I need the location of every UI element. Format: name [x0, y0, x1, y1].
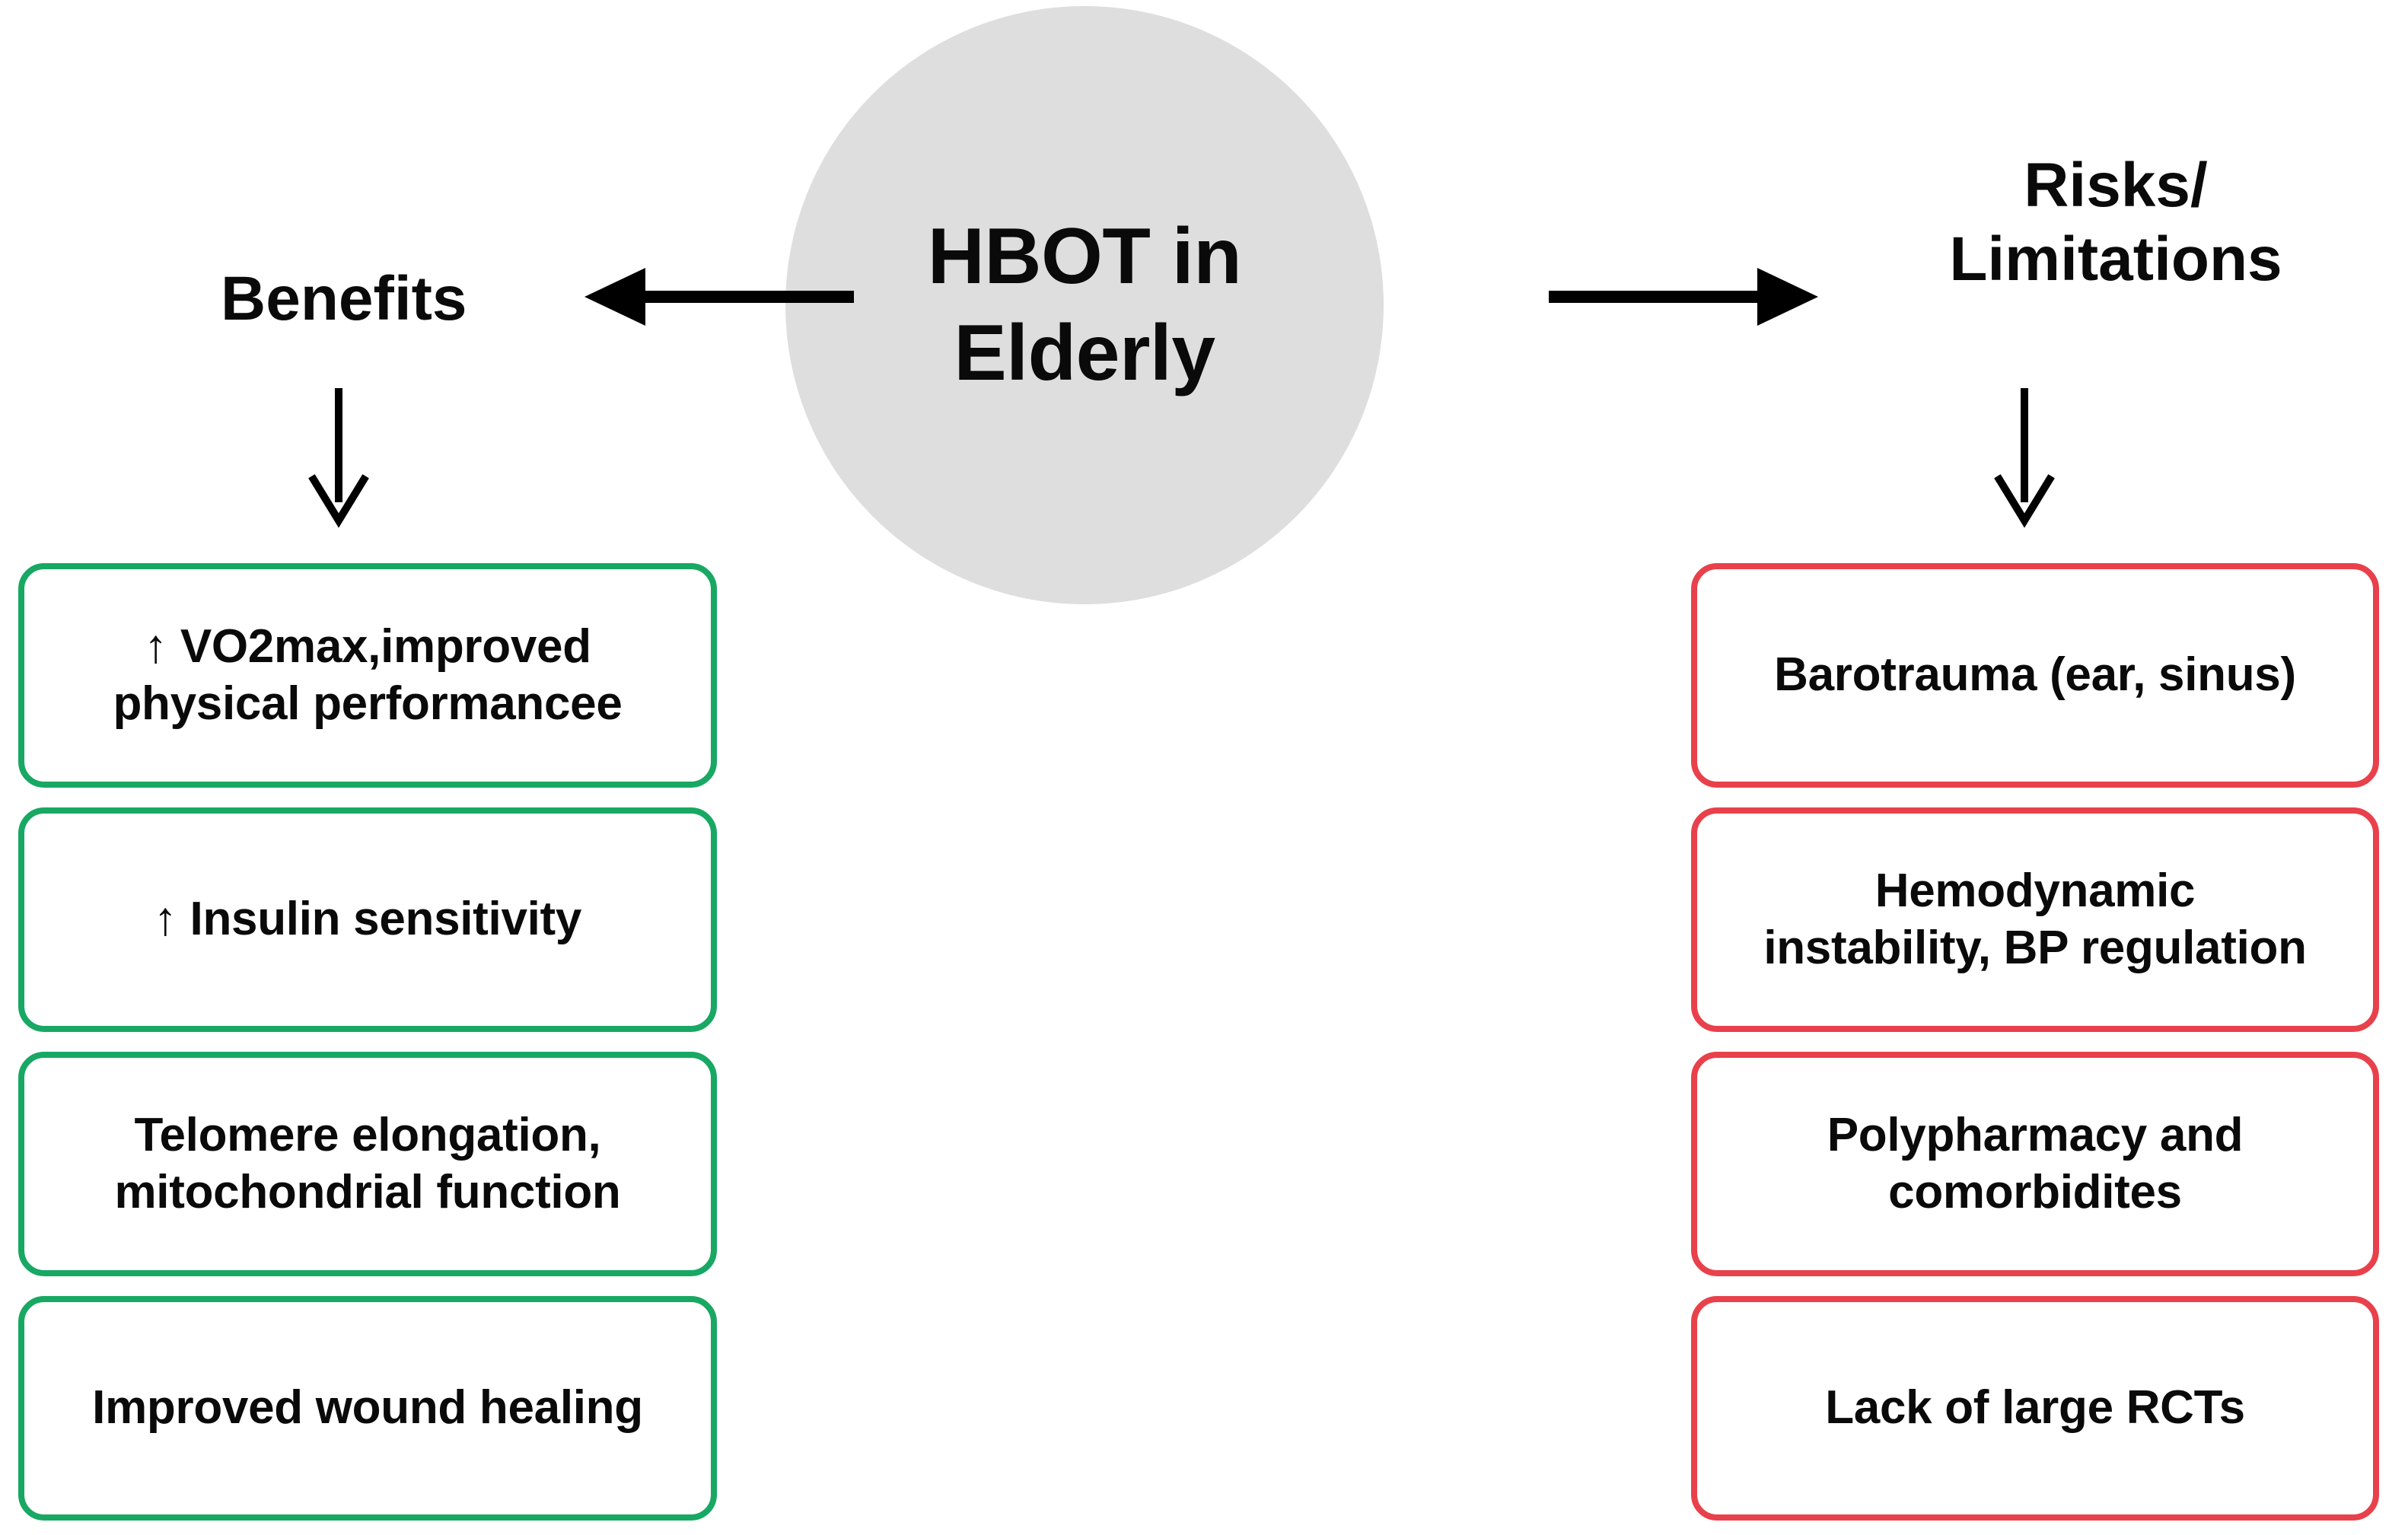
- arrow-left-icon: [584, 268, 854, 326]
- arrow-down-icon-risks: [1994, 388, 2055, 528]
- risk-card[interactable]: Hemodynamic instability, BP regulation: [1691, 807, 2379, 1032]
- benefit-card[interactable]: Telomere elongation, mitochondrial funct…: [18, 1052, 717, 1276]
- risk-card-label: Barotrauma (ear, sinus): [1774, 648, 2296, 702]
- benefit-card[interactable]: ↑ Insulin sensitivity: [18, 807, 717, 1032]
- risk-card-label: Polypharmacy and comorbidites: [1827, 1109, 2244, 1218]
- branch-heading-risks: Risks/ Limitations: [1949, 151, 2282, 294]
- branch-heading-benefits: Benefits: [221, 264, 467, 333]
- central-node: HBOT in Elderly: [785, 6, 1384, 604]
- benefit-card-label: Improved wound healing: [92, 1381, 643, 1435]
- arrow-right-icon: [1549, 268, 1818, 326]
- benefit-card-label: ↑ Insulin sensitivity: [153, 893, 582, 946]
- central-node-label: HBOT in Elderly: [927, 212, 1242, 397]
- risk-card[interactable]: Polypharmacy and comorbidites: [1691, 1052, 2379, 1276]
- risk-card-label: Hemodynamic instability, BP regulation: [1763, 865, 2307, 974]
- benefit-card[interactable]: Improved wound healing: [18, 1296, 717, 1521]
- arrow-down-icon-benefits: [308, 388, 369, 528]
- benefit-card[interactable]: ↑ VO2max,improved physical performancee: [18, 563, 717, 788]
- benefit-card-label: ↑ VO2max,improved physical performancee: [113, 620, 623, 730]
- risk-card-label: Lack of large RCTs: [1825, 1381, 2245, 1435]
- risk-card[interactable]: Barotrauma (ear, sinus): [1691, 563, 2379, 788]
- benefit-card-label: Telomere elongation, mitochondrial funct…: [114, 1109, 621, 1218]
- risk-card[interactable]: Lack of large RCTs: [1691, 1296, 2379, 1521]
